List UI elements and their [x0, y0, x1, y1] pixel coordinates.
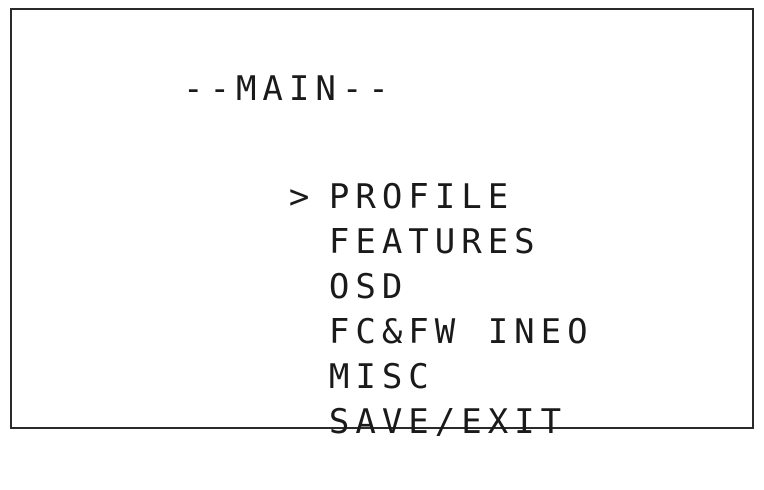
menu-item-label: FC&FW INEO [328, 312, 594, 352]
selection-cursor-icon: > [288, 177, 316, 217]
menu-item-features[interactable]: FEATURES [183, 175, 594, 262]
menu-item-save-exit[interactable]: SAVE/EXIT [183, 355, 594, 442]
menu-item-label: OSD [328, 267, 409, 307]
menu-item-label: SAVE/EXIT [328, 402, 568, 442]
osd-screen [10, 8, 754, 429]
menu-title: --MAIN-- [183, 69, 395, 109]
menu-item-osd[interactable]: OSD [183, 220, 594, 307]
menu-item-misc[interactable]: MISC [183, 310, 594, 397]
menu-item-label: MISC [328, 357, 435, 397]
menu-item-label: FEATURES [328, 222, 541, 262]
menu-item-profile[interactable]: > PROFILE [183, 130, 594, 217]
menu-item-fc-fw-info[interactable]: FC&FW INEO [183, 265, 594, 352]
main-menu: > PROFILE FEATURES OSD FC&FW INEO MISC SA… [183, 130, 594, 442]
menu-item-label: PROFILE [328, 177, 515, 217]
